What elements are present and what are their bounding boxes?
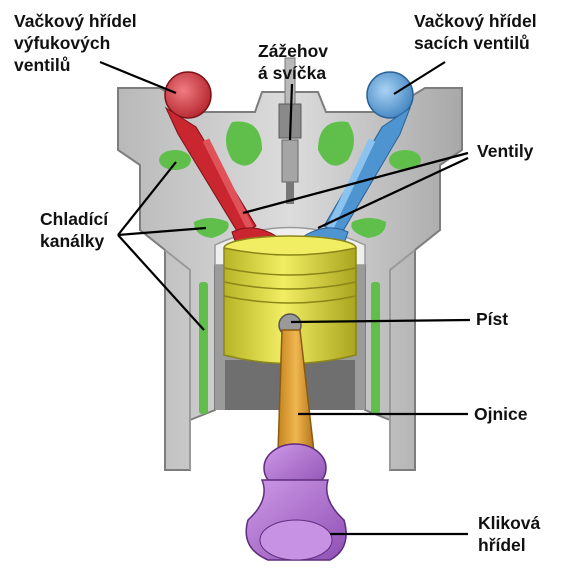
label-line: ventilů — [14, 54, 137, 76]
label-line: Chladící — [40, 208, 108, 230]
label-connecting-rod: Ojnice — [474, 403, 528, 425]
crankshaft — [246, 444, 346, 560]
label-line: Ventily — [477, 140, 533, 162]
label-crankshaft: Kliková hřídel — [478, 512, 540, 556]
label-cooling-channels: Chladící kanálky — [40, 208, 108, 252]
label-piston: Píst — [476, 308, 508, 330]
label-line: á svíčka — [258, 62, 328, 84]
label-line: Vačkový hřídel — [414, 10, 537, 32]
label-line: Vačkový hřídel — [14, 10, 137, 32]
label-line: kanálky — [40, 230, 108, 252]
label-line: Ojnice — [474, 403, 528, 425]
label-line: Píst — [476, 308, 508, 330]
label-line: Zážehov — [258, 40, 328, 62]
label-spark-plug: Zážehov á svíčka — [258, 40, 328, 84]
label-line: sacích ventilů — [414, 32, 537, 54]
label-line: hřídel — [478, 534, 540, 556]
label-line: Kliková — [478, 512, 540, 534]
label-exhaust-camshaft: Vačkový hřídel výfukových ventilů — [14, 10, 137, 76]
label-valves: Ventily — [477, 140, 533, 162]
label-intake-camshaft: Vačkový hřídel sacích ventilů — [414, 10, 537, 54]
label-line: výfukových — [14, 32, 137, 54]
